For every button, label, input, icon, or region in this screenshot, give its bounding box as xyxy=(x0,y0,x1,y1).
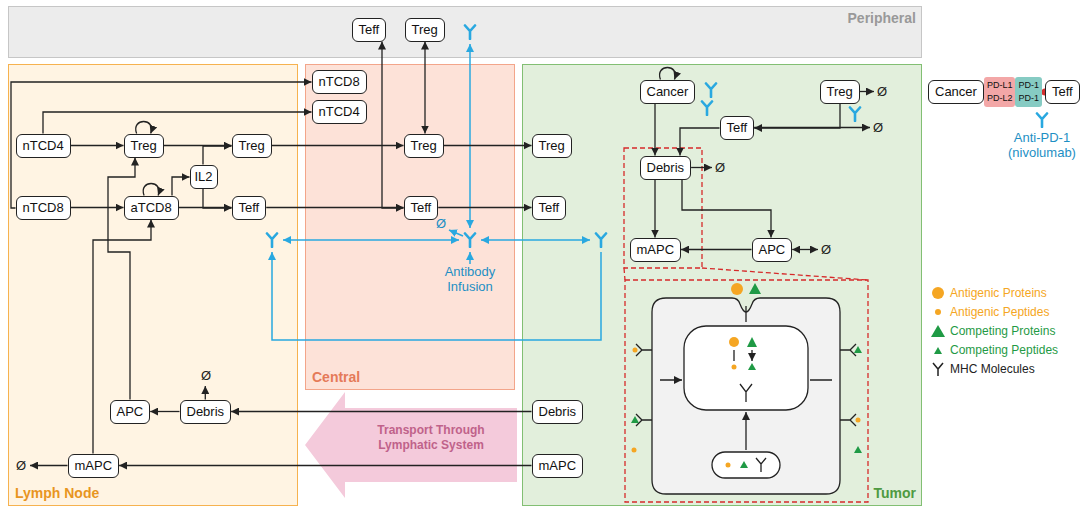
arrow-body xyxy=(305,392,517,498)
cell-box: Teff xyxy=(232,196,267,220)
cell-name: mAPC xyxy=(539,458,577,473)
region-panel: TumorCancerTregTeffTregTeffDebrismAPCAPC… xyxy=(522,64,922,506)
cell-name: mAPC xyxy=(75,458,113,473)
arrow-label: Transport Through Lymphatic System xyxy=(349,423,513,453)
legend-swatch xyxy=(932,287,944,299)
cell-name: Teff xyxy=(359,22,380,37)
infusion-label: Antibody Infusion xyxy=(432,264,508,294)
transport-arrow: Transport Through Lymphatic System xyxy=(305,392,517,498)
cell-box: APC xyxy=(752,238,793,262)
region-panel: Lymph Node nTCD4 Treg TregIL2 nTCD8 aTCD8 Teff… xyxy=(8,64,298,506)
cell-box: Treg xyxy=(532,134,572,158)
region-label: Lymph Node xyxy=(15,485,99,501)
receptor-name: PD-L2 xyxy=(987,92,1013,105)
legend-text: Competing Proteins xyxy=(950,324,1055,338)
cell-box: APC xyxy=(110,400,151,424)
cell-box: Teff xyxy=(532,196,567,220)
cell-box: Teff xyxy=(720,116,755,140)
sink-symbol: Ø xyxy=(715,160,725,175)
cell-name: nTCD8 xyxy=(319,74,360,89)
cell-box: mAPC xyxy=(532,454,584,478)
cell-box: mAPC xyxy=(68,454,120,478)
legend-text: MHC Molecules xyxy=(950,362,1035,376)
cell-box: Treg xyxy=(405,18,445,42)
region-panel: Central nTCD8 nTCD4TregTeff xyxy=(305,64,515,390)
cell-box: Cancer xyxy=(928,80,984,104)
sink-symbol: Ø xyxy=(873,120,883,135)
legend-text: Antigenic Peptides xyxy=(950,305,1049,319)
cell-box: nTCD8 xyxy=(16,196,71,220)
legend-text: Competing Peptides xyxy=(950,343,1058,357)
sink-symbol: Ø xyxy=(821,242,831,257)
cell-name: Debris xyxy=(187,404,225,419)
cell-box: IL2 xyxy=(190,165,218,189)
receptor-pill: PD-L1PD-L2 xyxy=(984,77,1016,107)
cell-box: mAPC xyxy=(630,238,682,262)
region-panel: PeripheralTeff Treg xyxy=(8,6,922,58)
cell-box: Treg xyxy=(404,134,444,158)
cell-name: Treg xyxy=(539,138,565,153)
cell-name: APC xyxy=(117,404,144,419)
antibody-icon xyxy=(1037,114,1047,128)
cell-name: Teff xyxy=(239,200,260,215)
cell-box: nTCD4 xyxy=(312,100,367,124)
region-label: Peripheral xyxy=(848,10,916,26)
cell-name: mAPC xyxy=(637,242,675,257)
cell-box: nTCD4 xyxy=(16,134,71,158)
sink-symbol: Ø xyxy=(877,84,887,99)
cell-name: Treg xyxy=(827,84,853,99)
cell-name: aTCD8 xyxy=(131,200,172,215)
cell-name: IL2 xyxy=(195,169,213,184)
cell-box: Treg xyxy=(820,80,860,104)
legend-text: Anti-PD-1 (nivolumab) xyxy=(988,130,1090,160)
receptor-name: PD-1 xyxy=(1018,92,1039,105)
receptor-name: PD-L1 xyxy=(987,79,1013,92)
cell-box: Debris xyxy=(532,400,584,424)
cell-name: Cancer xyxy=(647,84,689,99)
legend-swatch xyxy=(934,347,942,354)
cell-name: Treg xyxy=(411,138,437,153)
cell-box: Teff xyxy=(352,18,387,42)
receptor-name: PD-1 xyxy=(1018,79,1039,92)
cell-box: Cancer xyxy=(640,80,696,104)
region-label: Tumor xyxy=(873,485,916,501)
cell-name: Teff xyxy=(411,200,432,215)
cell-name: Teff xyxy=(1052,84,1073,99)
cell-box: aTCD8 xyxy=(124,196,179,220)
cell-box: Teff xyxy=(1045,80,1080,104)
cell-name: Teff xyxy=(727,120,748,135)
mhc-sample xyxy=(933,363,943,376)
cell-box: Treg xyxy=(232,134,272,158)
cell-name: Cancer xyxy=(935,84,977,99)
cell-box: Treg xyxy=(124,134,164,158)
sink-symbol: Ø xyxy=(16,458,26,473)
cell-name: nTCD4 xyxy=(319,104,360,119)
cell-name: APC xyxy=(759,242,786,257)
legend-text: Antigenic Proteins xyxy=(950,286,1047,300)
cell-box: Debris xyxy=(640,156,692,180)
receptor-pill: PD-1PD-1 xyxy=(1015,77,1042,107)
region-label: Central xyxy=(312,369,360,385)
cell-name: nTCD4 xyxy=(23,138,64,153)
legend-swatch xyxy=(931,325,945,337)
cell-box: Debris xyxy=(180,400,232,424)
cell-name: Treg xyxy=(131,138,157,153)
cell-name: Teff xyxy=(539,200,560,215)
legend-swatch xyxy=(935,309,941,315)
cell-name: Debris xyxy=(539,404,577,419)
cell-box: Teff xyxy=(404,196,439,220)
cell-box: nTCD8 xyxy=(312,70,367,94)
cell-name: Debris xyxy=(647,160,685,175)
cell-name: Treg xyxy=(412,22,438,37)
cell-name: Treg xyxy=(239,138,265,153)
cell-name: nTCD8 xyxy=(23,200,64,215)
sink-symbol: Ø xyxy=(201,368,211,383)
sink-symbol: Ø xyxy=(436,216,446,231)
